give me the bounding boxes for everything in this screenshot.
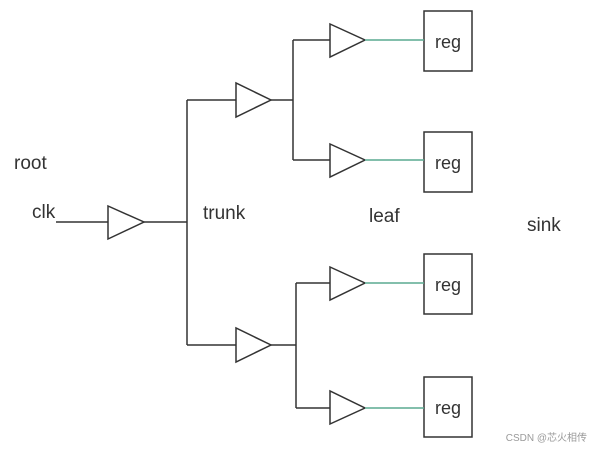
leaf-label: leaf xyxy=(369,206,400,227)
trunk-buffer-upper xyxy=(235,81,273,119)
trunk-buffer-lower xyxy=(235,326,273,364)
leaf-buffer-2 xyxy=(329,142,367,179)
root-label: root xyxy=(14,153,47,174)
reg-box-3 xyxy=(423,253,473,315)
leaf-buffer-1 xyxy=(329,22,367,59)
reg-label-4: reg xyxy=(435,398,461,418)
reg-box-2 xyxy=(423,131,473,193)
root-buffer xyxy=(107,204,146,241)
leaf-buffer-4 xyxy=(329,389,367,426)
watermark: CSDN @芯火相传 xyxy=(505,433,587,444)
sink-label: sink xyxy=(527,215,561,236)
reg-label-3: reg xyxy=(435,275,461,295)
reg-label-2: reg xyxy=(435,153,461,173)
leaf-buffer-3 xyxy=(329,265,367,302)
trunk-label: trunk xyxy=(203,203,246,224)
reg-box-1 xyxy=(423,10,473,72)
reg-label-1: reg xyxy=(435,32,461,52)
reg-box-4 xyxy=(423,376,473,438)
clk-label: clk xyxy=(32,202,56,223)
